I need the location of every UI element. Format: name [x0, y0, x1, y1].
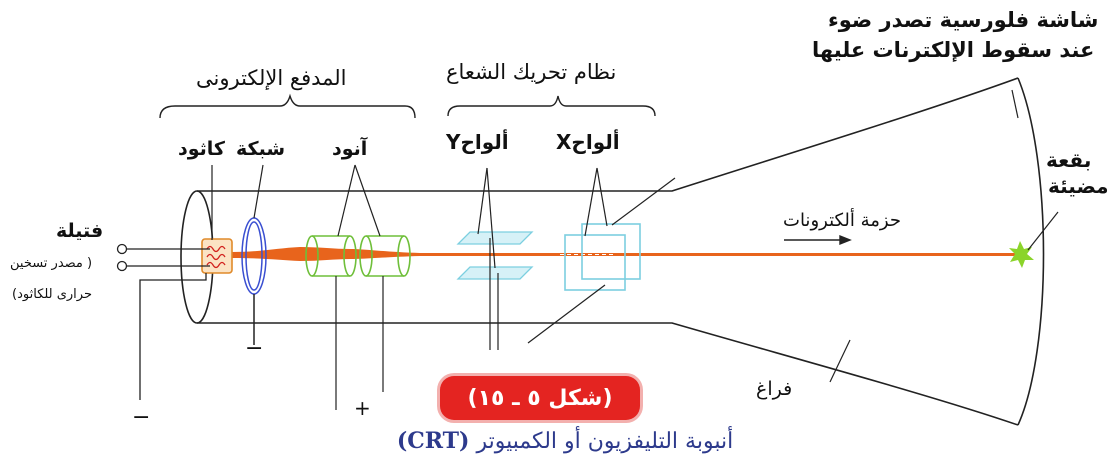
- anode-wires: [335, 276, 384, 410]
- anode-plus-sign: +: [354, 396, 371, 420]
- electron-beam-label: حزمة ألكترونات: [783, 210, 901, 231]
- y-plates: [456, 231, 534, 280]
- deflection-system-label: نظام تحريك الشعاع: [446, 60, 617, 84]
- bright-spot: [1009, 241, 1034, 268]
- grid-label: شبكة: [236, 138, 286, 160]
- cathode-assembly: [201, 238, 233, 274]
- filament-label: فتيلة: [56, 220, 104, 242]
- cathode-label: كاثود: [178, 138, 225, 160]
- filament-wires: [116, 243, 210, 400]
- x-plates: [564, 223, 641, 291]
- y-plate-wires: [489, 238, 499, 350]
- electron-beam: [232, 247, 1020, 261]
- beam-arrow: [784, 234, 852, 246]
- electron-gun-label: المدفع الإلكترونى: [196, 66, 347, 90]
- pointer-lines: [211, 89, 1059, 383]
- heater-label-line1: ( مصدر تسخين: [10, 256, 93, 271]
- vacuum-label: فراغ: [756, 378, 793, 400]
- heater-label-line2: حرارى للكاثود): [12, 287, 93, 302]
- caption-abbr: (CRT): [396, 428, 470, 454]
- grid-minus-sign: −: [245, 336, 264, 361]
- anode-cylinders: [305, 235, 411, 277]
- figure-caption: أنبوبة التليفزيون أو الكمبيوتر (CRT): [365, 428, 765, 454]
- label-braces: [159, 93, 656, 119]
- bright-spot-line2: مضيئة: [1048, 174, 1109, 198]
- screen-label-line2: عند سقوط الإلكترنات عليها: [812, 38, 1095, 62]
- screen-label-line1: شاشة فلورسية تصدر ضوء: [828, 8, 1099, 32]
- bright-spot-line1: بقعة: [1046, 148, 1092, 172]
- y-plates-label: ألواحY: [446, 130, 509, 154]
- caption-text: أنبوبة التليفزيون أو الكمبيوتر: [476, 429, 734, 454]
- grid-electrode: [241, 217, 267, 345]
- x-plates-label: ألواحX: [556, 130, 620, 154]
- cathode-minus-sign: −: [132, 405, 151, 430]
- tube-outline: [180, 77, 1045, 426]
- anode-label: آنود: [332, 138, 368, 160]
- figure-number-badge: (شكل ٥ ـ ١٥): [440, 376, 640, 420]
